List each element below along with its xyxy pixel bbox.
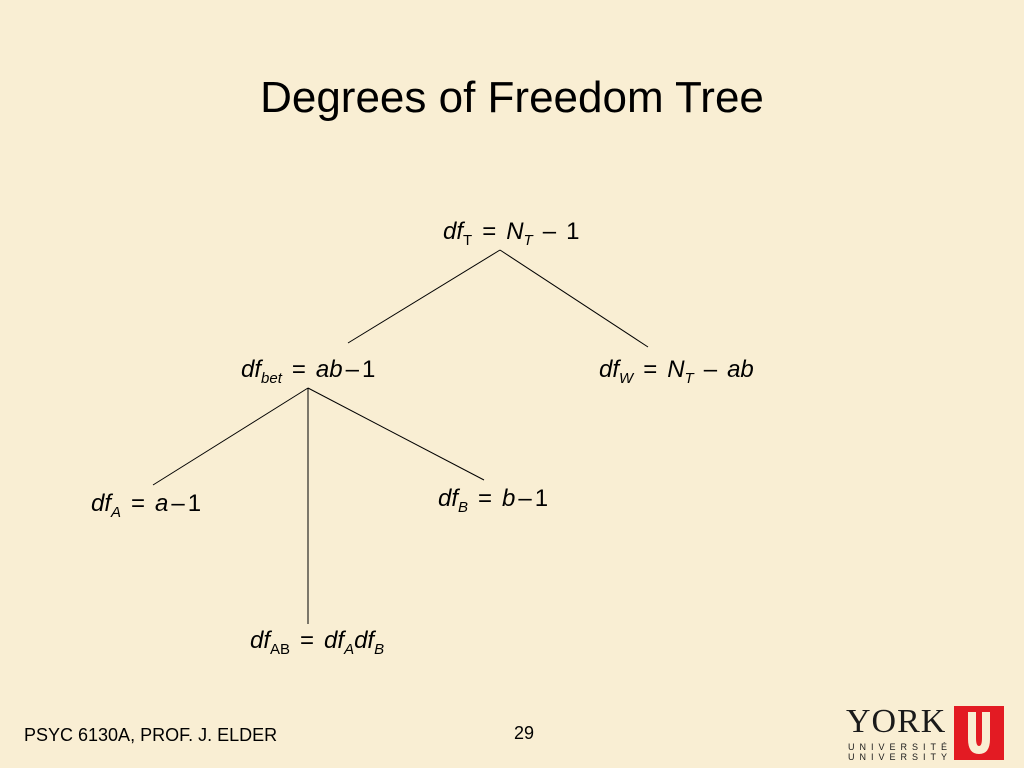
constant-one: 1	[534, 485, 549, 512]
logo-line-french: UNIVERSITÉ	[848, 742, 953, 752]
df-symbol: df	[241, 356, 262, 383]
logo-wordmark: YORK	[846, 703, 947, 740]
minus-sign: –	[345, 356, 359, 383]
equals-sign: =	[643, 356, 658, 383]
slide-title: Degrees of Freedom Tree	[260, 73, 764, 122]
rhs-variable: ab	[315, 356, 343, 383]
constant-one: 1	[566, 218, 580, 245]
constant-one: 1	[361, 356, 376, 383]
minus-sign: –	[171, 490, 185, 517]
page-number: 29	[513, 723, 535, 743]
york-university-logo: YORK UNIVERSITÉ UNIVERSITY	[846, 704, 1006, 762]
df-symbol: df	[91, 490, 112, 517]
rhs-variable: b	[502, 485, 516, 512]
df-subscript: T	[463, 232, 473, 249]
rhs-variable: N	[506, 218, 524, 245]
minus-sign: –	[542, 218, 557, 245]
node-factor-a: dfA = a–1	[91, 490, 201, 521]
df-symbol: df	[599, 356, 620, 383]
df-subscript: B	[458, 499, 469, 516]
rhs-subscript-1: A	[344, 641, 355, 658]
edge-between-b	[307, 387, 485, 481]
equals-sign: =	[131, 490, 146, 517]
edge-total-between	[347, 249, 501, 344]
df-subscript: bet	[261, 370, 282, 387]
rhs-variable: N	[667, 356, 685, 383]
rhs-variable: a	[155, 490, 169, 517]
rhs-df-2: df	[354, 627, 375, 654]
rhs-subscript: T	[523, 232, 533, 249]
df-symbol: df	[250, 627, 271, 654]
rhs-variable-2: ab	[727, 356, 754, 383]
equals-sign: =	[478, 485, 493, 512]
df-symbol: df	[443, 218, 464, 245]
footer-course: PSYC 6130A, PROF. J. ELDER	[24, 725, 278, 745]
minus-sign: –	[703, 356, 718, 383]
rhs-df-1: df	[324, 627, 345, 654]
edge-between-a	[152, 387, 309, 486]
rhs-subscript-2: B	[374, 641, 385, 658]
minus-sign: –	[518, 485, 532, 512]
node-within: dfW = NT–ab	[599, 356, 754, 387]
df-subscript: W	[619, 370, 634, 387]
node-between: dfbet = ab–1	[241, 356, 375, 387]
equals-sign: =	[291, 356, 306, 383]
constant-one: 1	[187, 490, 202, 517]
rhs-subscript: T	[684, 370, 694, 387]
node-interaction: dfAB=dfAdfB	[250, 627, 384, 658]
df-subscript: A	[111, 504, 122, 521]
edge-total-within	[499, 249, 649, 348]
york-u-mark-icon	[954, 706, 1004, 760]
equals-sign: =	[300, 627, 315, 654]
equals-sign: =	[482, 218, 497, 245]
df-symbol: df	[438, 485, 459, 512]
node-total: dfT=NT–1	[443, 218, 579, 249]
df-subscript: AB	[270, 641, 291, 658]
node-factor-b: dfB = b–1	[438, 485, 548, 516]
logo-line-english: UNIVERSITY	[848, 752, 953, 762]
